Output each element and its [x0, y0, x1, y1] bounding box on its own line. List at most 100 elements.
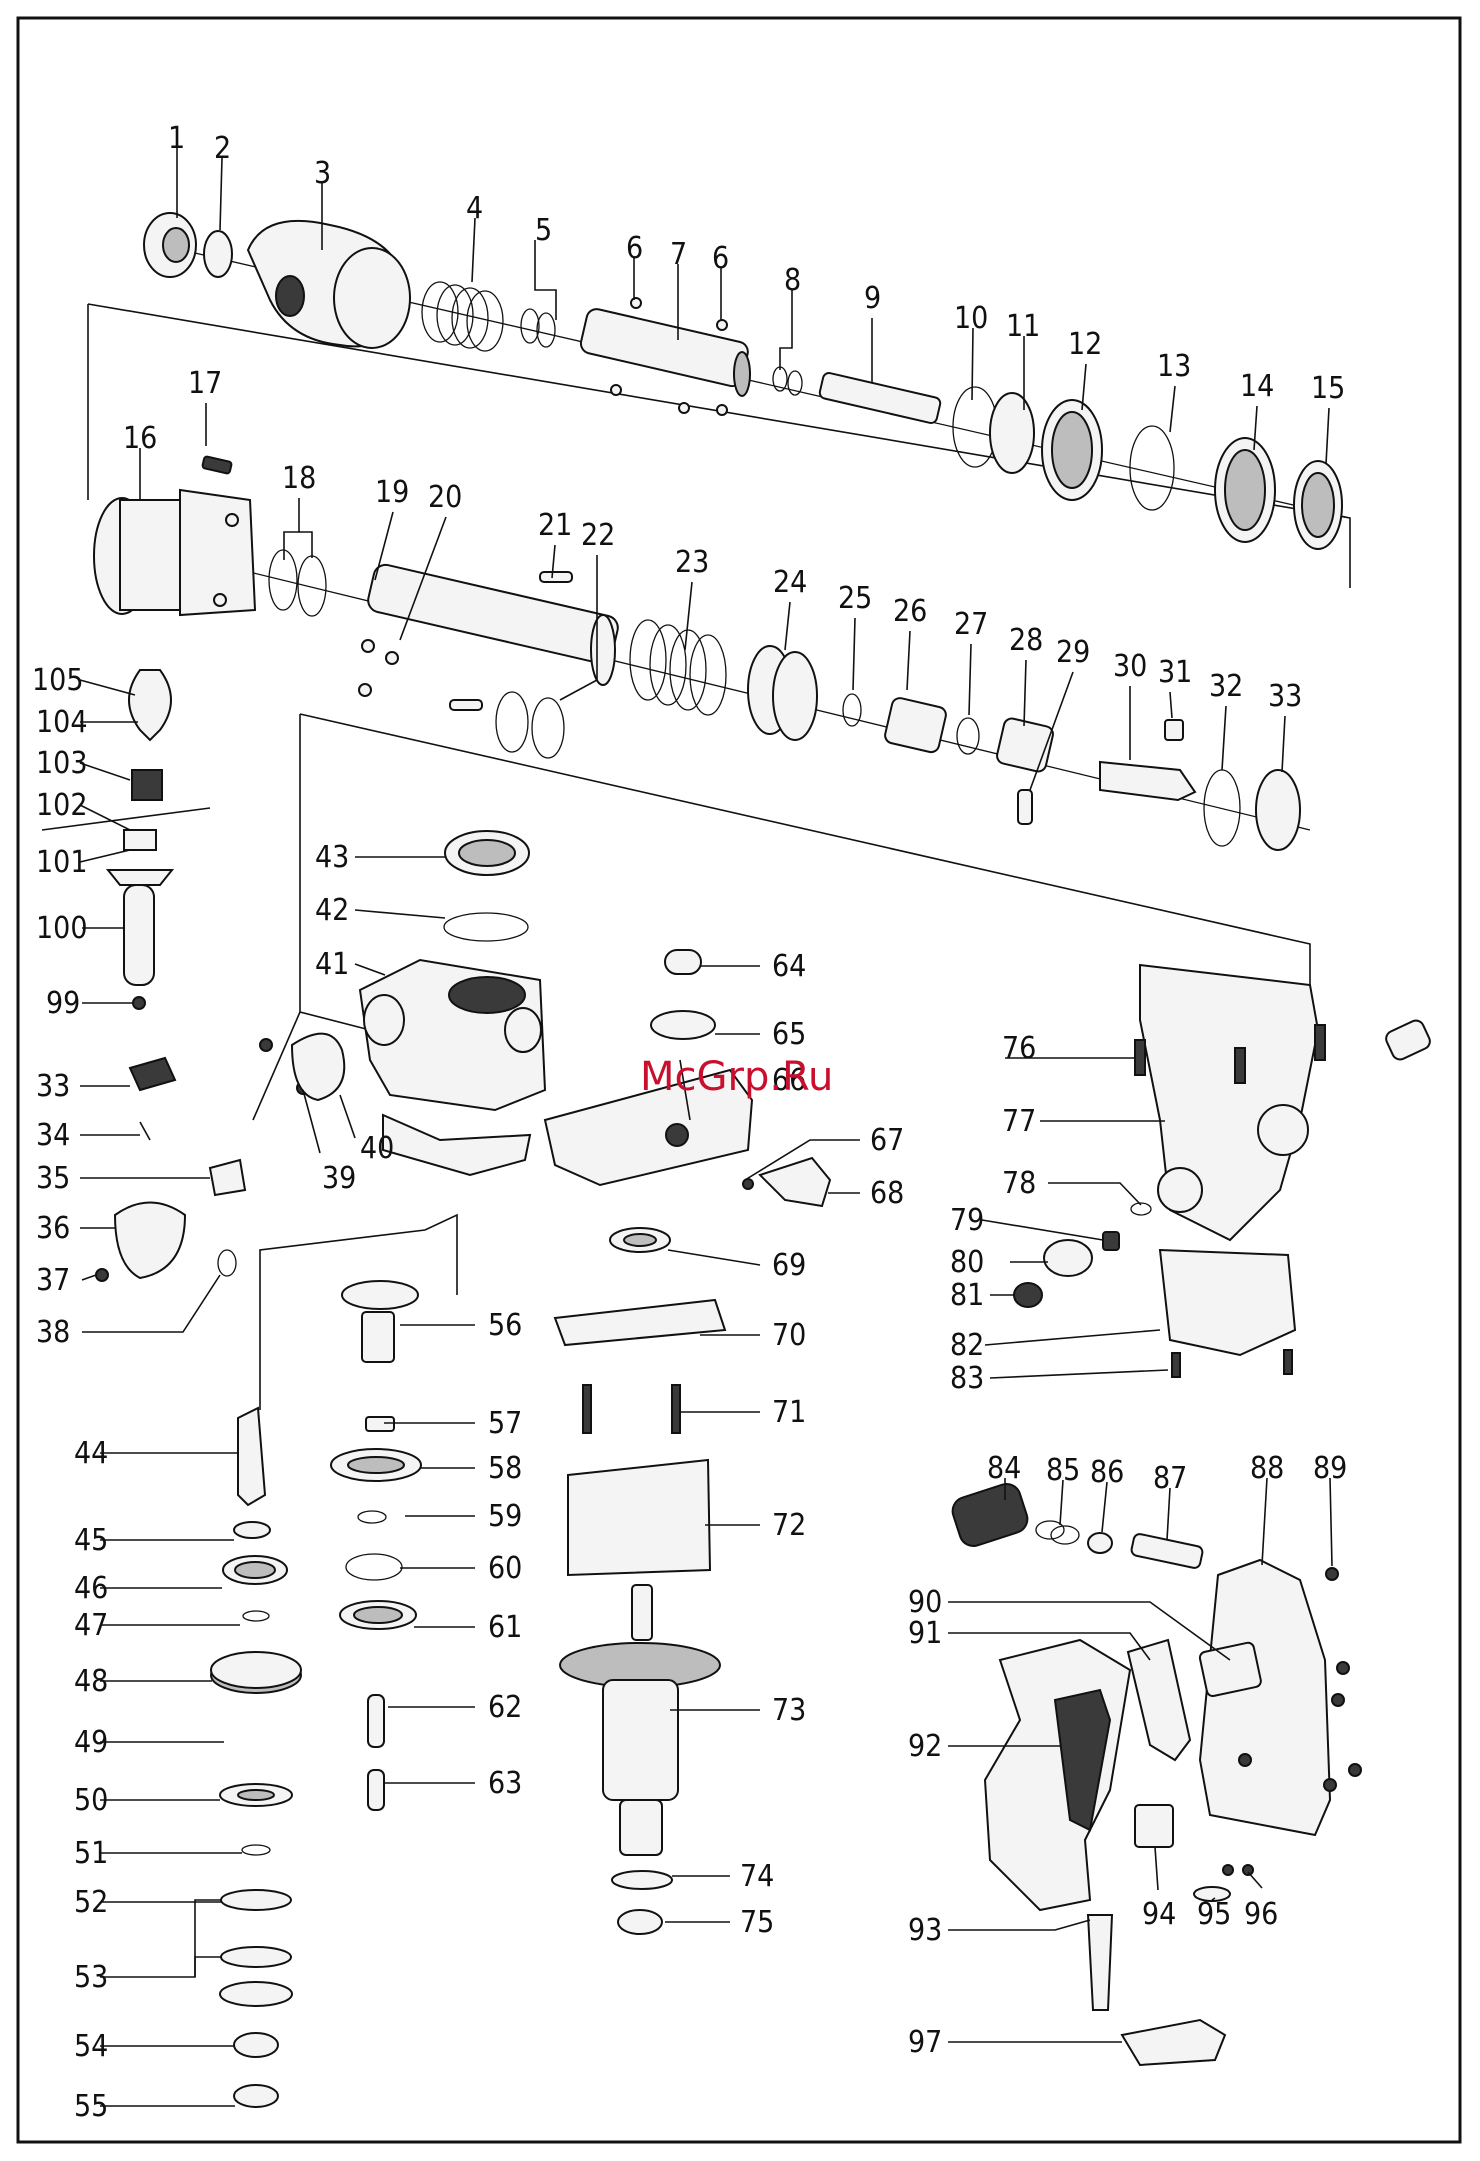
callout-91: 90 — [908, 1585, 942, 1620]
callout-105: 105 — [32, 663, 84, 698]
callout-64: 63 — [488, 1766, 522, 1801]
callout-45: 44 — [74, 1436, 108, 1471]
callout-93: 92 — [908, 1729, 942, 1764]
callout-25: 25 — [838, 581, 872, 616]
callout-57: 56 — [488, 1308, 522, 1343]
callout-82: 81 — [950, 1278, 984, 1313]
callout-29: 29 — [1056, 635, 1090, 670]
callout-67: 66 — [772, 1063, 806, 1098]
callout-59: 58 — [488, 1451, 522, 1486]
callout-61: 60 — [488, 1551, 522, 1586]
callout-6a: 6 — [626, 231, 643, 266]
callout-68: 67 — [870, 1123, 904, 1158]
leader-lines — [79, 148, 1333, 2107]
callout-39: 38 — [36, 1315, 70, 1350]
callout-56: 55 — [74, 2089, 108, 2124]
callout-47: 46 — [74, 1571, 108, 1606]
callout-1: 1 — [168, 121, 185, 156]
callout-15: 15 — [1311, 371, 1345, 406]
row-front-parts — [143, 212, 1343, 550]
callout-96: 95 — [1197, 1897, 1231, 1932]
callout-60: 59 — [488, 1499, 522, 1534]
callout-33: 33 — [1268, 679, 1302, 714]
callout-55: 54 — [74, 2029, 108, 2064]
callout-19: 19 — [375, 475, 409, 510]
callout-6b: 6 — [712, 241, 729, 276]
rear-housing — [1013, 963, 1431, 1378]
callout-52: 51 — [74, 1836, 108, 1871]
callout-85: 84 — [987, 1451, 1021, 1486]
callout-10: 10 — [954, 301, 988, 336]
callout-69: 68 — [870, 1176, 904, 1211]
callout-22: 22 — [581, 518, 615, 553]
callout-102: 102 — [36, 788, 88, 823]
callout-104: 104 — [36, 705, 88, 740]
callout-4: 4 — [466, 191, 483, 226]
callout-37: 36 — [36, 1211, 70, 1246]
callout-75: 74 — [740, 1859, 774, 1894]
callout-5: 5 — [535, 213, 552, 248]
callout-50: 49 — [74, 1725, 108, 1760]
callout-71: 70 — [772, 1318, 806, 1353]
callout-49: 48 — [74, 1664, 108, 1699]
diagram-border — [16, 16, 1462, 2144]
callout-42: 41 — [315, 947, 349, 982]
callout-24: 24 — [773, 565, 807, 600]
callout-41: 40 — [360, 1131, 394, 1166]
callout-9: 9 — [864, 281, 881, 316]
callout-77: 76 — [1002, 1031, 1036, 1066]
callout-81: 80 — [950, 1245, 984, 1280]
callout-58: 57 — [488, 1406, 522, 1441]
callout-21: 21 — [538, 508, 572, 543]
motor-column — [543, 949, 832, 1935]
callout-36: 35 — [36, 1161, 70, 1196]
callout-94: 93 — [908, 1913, 942, 1948]
callout-103: 103 — [36, 746, 88, 781]
callout-27: 27 — [954, 607, 988, 642]
callout-11: 11 — [1006, 309, 1040, 344]
spindle-column — [210, 1406, 302, 2108]
callout-34: 33 — [36, 1069, 70, 1104]
callout-labels: 1 2 3 4 5 6 7 6 8 9 10 11 12 13 14 15 16… — [32, 121, 1347, 2124]
callout-53: 52 — [74, 1885, 108, 1920]
callout-80: 79 — [950, 1203, 984, 1238]
watermark: McGrp.Ru — [640, 1054, 833, 1100]
left-small-parts — [95, 1032, 346, 1282]
side-handle-group — [41, 669, 211, 1010]
callout-70: 69 — [772, 1248, 806, 1283]
callout-86: 85 — [1046, 1453, 1080, 1488]
callout-72: 71 — [772, 1395, 806, 1430]
callout-90: 89 — [1313, 1451, 1347, 1486]
middle-column — [330, 1280, 422, 1811]
callout-88: 87 — [1153, 1461, 1187, 1496]
callout-2: 2 — [214, 131, 231, 166]
callout-43: 42 — [315, 893, 349, 928]
callout-73: 72 — [772, 1508, 806, 1543]
callout-3: 3 — [314, 156, 331, 191]
callout-20: 20 — [428, 480, 462, 515]
callout-38: 37 — [36, 1263, 70, 1298]
callout-92: 91 — [908, 1616, 942, 1651]
callout-48: 47 — [74, 1608, 108, 1643]
callout-97: 96 — [1244, 1897, 1278, 1932]
handle-group — [951, 1483, 1362, 2067]
callout-28: 28 — [1009, 623, 1043, 658]
callout-78: 77 — [1002, 1104, 1036, 1139]
callout-14: 14 — [1240, 369, 1274, 404]
callout-35: 34 — [36, 1118, 70, 1153]
callout-65: 64 — [772, 949, 806, 984]
gearbox-housing — [358, 830, 547, 1177]
callout-98: 97 — [908, 2025, 942, 2060]
callout-83: 82 — [950, 1328, 984, 1363]
callout-84: 83 — [950, 1361, 984, 1396]
callout-62: 61 — [488, 1610, 522, 1645]
callout-95: 94 — [1142, 1897, 1176, 1932]
callout-16: 16 — [123, 421, 157, 456]
callout-18: 18 — [282, 461, 316, 496]
callout-63: 62 — [488, 1690, 522, 1725]
callout-7: 7 — [670, 237, 687, 272]
callout-46: 45 — [74, 1523, 108, 1558]
callout-23: 23 — [675, 545, 709, 580]
callout-51: 50 — [74, 1783, 108, 1818]
callout-40: 39 — [322, 1161, 356, 1196]
